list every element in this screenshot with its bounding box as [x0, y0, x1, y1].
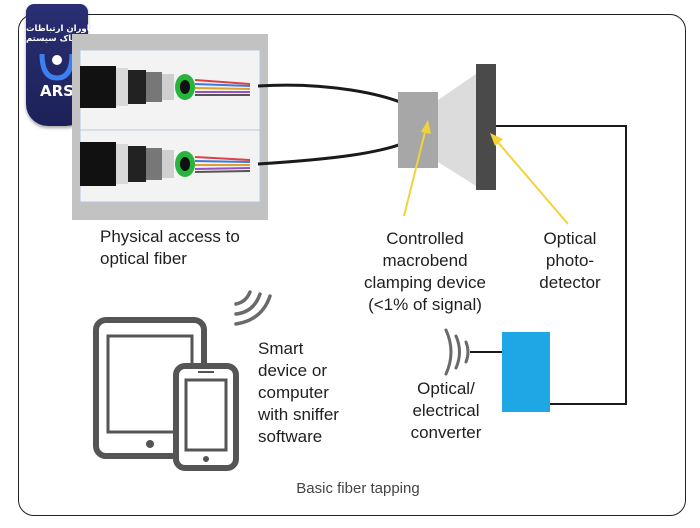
wireless-signal-icon	[234, 290, 272, 326]
photodetector-label: Optical photo- detector	[539, 229, 601, 292]
logo-line-1: فناوران ارتباطات	[26, 24, 99, 34]
physical-access-label: Physical access to optical fiber	[100, 227, 240, 268]
logo-line-2: رستاک سیستم	[26, 34, 89, 44]
smart-device-label: Smart device or computer with sniffer so…	[258, 339, 339, 446]
smartphone-icon	[173, 363, 239, 471]
clamp-pointer-arrow	[403, 120, 431, 217]
diagram-caption: Basic fiber tapping	[296, 480, 420, 497]
macrobend-clamp	[398, 92, 438, 168]
signal-wire	[496, 125, 627, 405]
detector-pointer-arrow	[490, 133, 569, 225]
ars-logo-icon: ARS	[39, 53, 75, 100]
photodetector	[476, 64, 496, 190]
wireless-signal-icon	[444, 328, 470, 376]
logo-text: فناوران ارتباطات رستاک سیستم	[26, 24, 99, 44]
fiber-cable-bottom	[80, 142, 251, 186]
fiber-cable-top	[80, 66, 251, 108]
converter-label: Optical/ electrical converter	[410, 379, 482, 442]
logo-mark: ARS	[40, 82, 74, 100]
light-cone	[438, 74, 476, 186]
optical-electrical-converter	[502, 332, 550, 412]
clamping-device-label: Controlled macrobend clamping device (<1…	[364, 229, 486, 314]
fiber-cable-panel	[72, 34, 268, 220]
